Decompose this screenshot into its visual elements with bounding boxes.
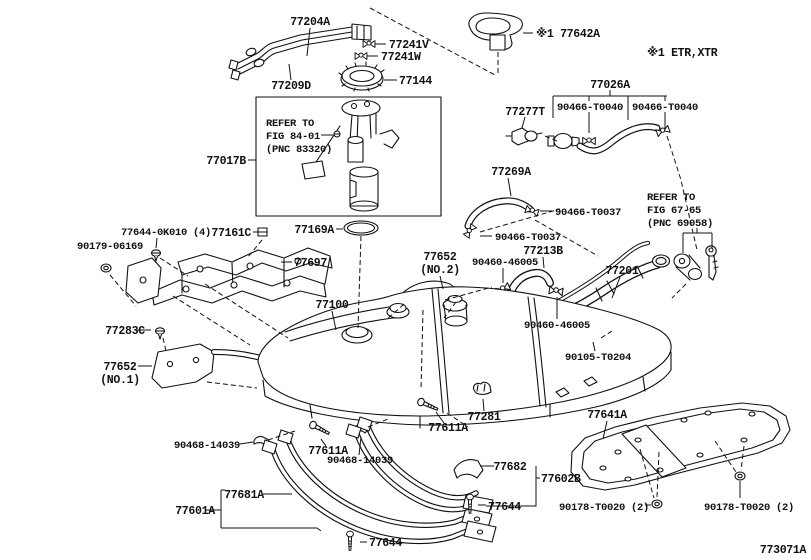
part-label-90179-06169: 90179-06169 [77,241,143,253]
part-label-no1: (NO.1) [100,374,140,387]
part-label-90466-t0040: 90466-T0040 [632,102,698,114]
clamp-90460-46005-glyph [548,285,564,297]
valve-77277t-drawing [505,127,543,146]
clamp-77241v-glyph [362,40,376,48]
elbow-hose-drawing [494,268,564,304]
part-label-77681a: 77681A [224,489,264,502]
part-label-90178-t0020: 90178-T0020 (2) [559,502,649,514]
part-label-90466-t0040: 90466-T0040 [557,102,623,114]
part-label-77201: 77201 [605,265,638,278]
retainer-ring-drawing [338,61,385,92]
fuel-tube-assembly-drawing [228,23,376,81]
part-label-77283c: 77283C [105,325,145,338]
part-label-77281: 77281 [467,411,500,424]
clamp-90466-t0040-glyph [582,136,596,146]
part-label-77213b: 77213B [523,245,563,258]
part-label-77697: 77697 [294,257,327,270]
part-label-77209d: 77209D [271,80,311,93]
part-label-90466-t0037: 90466-T0037 [555,207,621,219]
gasket-drawing [343,220,379,236]
fuel-pump-box-drawing [255,96,442,217]
clip-77281-drawing [473,381,492,395]
part-label-no2: (NO.2) [420,264,460,277]
nut-90178-glyph [651,499,663,509]
part-label-77204a: 77204A [290,16,330,29]
hose-77269a-drawing [462,197,540,239]
part-labels: 77204A 77241V 77241W 77209D 77144 ※1 776… [77,16,807,557]
ref-fig-67-65-line1: REFER TO [647,192,695,204]
part-label-90178-t0020: 90178-T0020 (2) [704,502,794,514]
part-label-90468-14039: 90468-14039 [174,440,240,452]
bolt-77644-glyph [346,530,354,551]
part-label-77611a: 77611A [308,445,348,458]
part-label-77269a: 77269A [491,166,531,179]
part-label-77602b: 77602B [541,473,581,486]
part-label-77144: 77144 [399,75,432,88]
skid-plate-drawing [570,402,791,509]
screw-77283c-glyph [154,327,166,340]
leader-lines [137,27,741,543]
alignment-dashed-lines [109,7,745,499]
left-tank-straps-drawing [261,429,497,551]
ref-fig-67-65-line2: FIG 67-65 [647,205,701,217]
part-label-77161c: 77161C [211,227,251,240]
ref-fig-84-01-line1: REFER TO [266,118,314,130]
part-label-77169a: 77169A [294,224,334,237]
part-label-77026a: 77026A [590,79,630,92]
part-label-77652-no2: 77652 [423,251,456,264]
part-label-77652-no1: 77652 [103,361,136,374]
part-label-77642a: ※1 77642A [536,26,600,41]
fuel-tank-drawing [257,286,672,429]
right-tank-straps-drawing [345,416,494,514]
ref-fig-84-01-line2: FIG 84-01 [266,131,320,143]
part-label-77017b: 77017B [206,155,246,168]
nut-90178-glyph [734,471,746,481]
nut-90179-glyph [100,263,112,273]
key-drawing [705,245,719,281]
part-label-77241w: 77241W [381,51,421,64]
ref-fig-67-65-line3: (PNC 69058) [647,218,713,230]
vent-hose-assembly-drawing [505,90,671,155]
part-label-77611a: 77611A [428,422,468,435]
fuel-lid-lock-drawing [673,253,703,281]
tank-pump-port-drawing [442,294,468,327]
note-etr-xtr: ※1 ETR,XTR [647,45,718,60]
clamp-77241w-glyph [354,52,368,60]
part-label-77644-0k010: 77644-0K010 (4) [121,227,211,239]
part-label-77682: 77682 [493,461,526,474]
figure-code: 773071A [760,544,807,557]
part-label-90460-46005: 90460-46005 [472,257,538,269]
part-label-77601a: 77601A [175,505,215,518]
fuel-cap-drawing [468,12,523,51]
ref-fig-84-01-line3: (PNC 83320) [266,144,332,156]
part-label-90460-46005: 90460-46005 [524,320,590,332]
part-label-90105-t0204: 90105-T0204 [565,352,631,364]
part-label-90468-14039: 90468-14039 [327,455,393,467]
part-label-77644: 77644 [369,537,402,550]
part-label-90466-t0037: 90466-T0037 [495,232,561,244]
strap-bracket-77682-glyph [453,459,484,479]
bolt-77611a-glyph [307,419,332,438]
part-label-77241v: 77241V [389,39,429,52]
part-label-77641a: 77641A [587,409,627,422]
part-label-77100: 77100 [315,299,348,312]
part-label-77277t: 77277T [505,106,545,119]
shield-bracket-drawing [100,227,333,306]
part-label-77644: 77644 [488,501,521,514]
